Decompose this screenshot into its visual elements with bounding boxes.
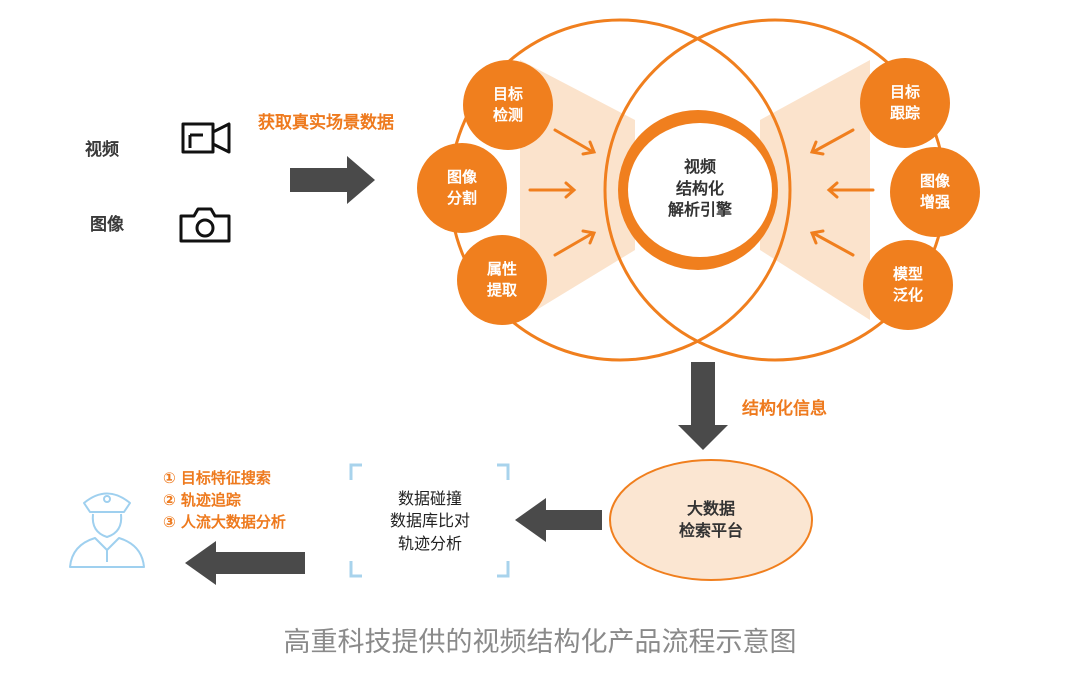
right-fan: [760, 60, 870, 320]
analysis-text-line: 轨迹分析: [397, 533, 462, 553]
node-text-line: 图像: [919, 172, 950, 190]
node-attr-extract-text: 属性 提取: [457, 259, 547, 301]
image-label: 图像: [90, 215, 124, 235]
police-officer-icon: [69, 492, 145, 568]
diagram-caption: 高重科技提供的视频结构化产品流程示意图: [283, 627, 797, 658]
result-item: ① 目标特征搜索: [163, 469, 271, 487]
photo-camera-icon: [179, 207, 231, 243]
left-fan: [520, 60, 635, 320]
node-text-line: 图像: [446, 168, 477, 186]
node-image-enhance-text: 图像 增强: [890, 171, 980, 213]
video-label: 视频: [85, 140, 119, 160]
arrow-lattr-head: [581, 229, 597, 245]
node-target-detect-text: 目标 检测: [463, 84, 553, 126]
bigdata-text-line: 大数据: [686, 499, 735, 518]
video-camera-icon: [181, 122, 231, 154]
node-text-line: 分割: [446, 189, 477, 207]
engine-text-line: 结构化: [675, 178, 724, 198]
node-text-line: 目标: [492, 85, 523, 103]
node-text-line: 提取: [486, 281, 517, 299]
arrow-ldetect-line: [553, 128, 595, 154]
bigdata-text-line: 检索平台: [678, 520, 743, 540]
arrow-renh-head: [826, 181, 839, 199]
arrow-rgen-line: [811, 231, 855, 257]
acquire-data-label: 获取真实场景数据: [258, 113, 394, 133]
structured-info-arrow: [678, 362, 728, 450]
node-image-seg-text: 图像 分割: [417, 167, 507, 209]
analysis-text-line: 数据库比对: [389, 511, 470, 531]
bigdata-ellipse: [609, 459, 813, 581]
node-target-track-text: 目标 跟踪: [860, 82, 950, 124]
engine-center-text: 视频 结构化 解析引擎: [625, 156, 775, 221]
arrow-lseg-head: [564, 181, 577, 199]
result-item: ③ 人流大数据分析: [163, 512, 286, 531]
node-text-line: 目标: [889, 83, 920, 101]
node-image-enhance: [890, 147, 980, 237]
node-text-line: 泛化: [892, 286, 923, 304]
analysis-text: 数据碰撞 数据库比对 轨迹分析: [360, 488, 500, 555]
node-target-track: [860, 58, 950, 148]
bigdata-text: 大数据 检索平台: [641, 498, 781, 541]
analysis-brackets: [349, 463, 510, 578]
node-text-line: 跟踪: [889, 104, 920, 122]
engine-inner-ellipse: [628, 123, 772, 257]
arrow-rgen-head: [809, 229, 825, 245]
node-model-general: [863, 240, 953, 330]
node-text-line: 属性: [486, 260, 517, 278]
arrow-rtrack-line: [811, 128, 855, 154]
node-text-line: 模型: [892, 265, 923, 283]
node-target-detect: [463, 60, 553, 150]
node-text-line: 增强: [919, 193, 950, 211]
arrow-ldetect-head: [581, 140, 597, 156]
arrow-rtrack-head: [809, 140, 825, 156]
structured-info-label: 结构化信息: [742, 399, 827, 419]
node-model-general-text: 模型 泛化: [863, 264, 953, 306]
engine-text-line: 解析引擎: [667, 200, 732, 220]
engine-text-line: 视频: [683, 157, 716, 176]
right-inward-arrows: [809, 128, 875, 257]
node-attr-extract: [457, 235, 547, 325]
to-officer-arrow: [185, 541, 305, 585]
results-list: ① 目标特征搜索 ② 轨迹追踪 ③ 人流大数据分析: [163, 468, 286, 533]
analysis-text-line: 数据碰撞: [397, 489, 462, 508]
left-inward-arrows: [528, 128, 597, 257]
to-analysis-arrow: [515, 498, 602, 542]
node-image-seg: [417, 143, 507, 233]
result-item: ② 轨迹追踪: [163, 490, 241, 509]
arrow-lattr-line: [553, 231, 595, 257]
acquire-arrow: [290, 156, 375, 204]
node-text-line: 检测: [492, 106, 523, 124]
